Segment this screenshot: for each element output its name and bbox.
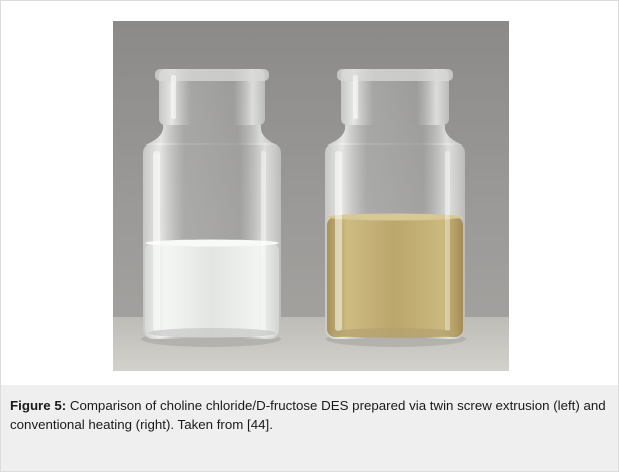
figure-caption: Figure 5: Comparison of choline chloride… bbox=[10, 396, 610, 434]
figure-image-area bbox=[1, 1, 618, 385]
figure-caption-box: Figure 5: Comparison of choline chloride… bbox=[1, 385, 618, 471]
figure-label: Figure 5: bbox=[10, 398, 67, 413]
vial-yellow-liquid-icon bbox=[325, 69, 466, 347]
vials-photo bbox=[113, 21, 509, 371]
figure-photo bbox=[113, 21, 509, 371]
vial-clear-liquid-icon bbox=[141, 69, 281, 347]
figure-caption-text: Comparison of choline chloride/D-fructos… bbox=[10, 398, 606, 432]
